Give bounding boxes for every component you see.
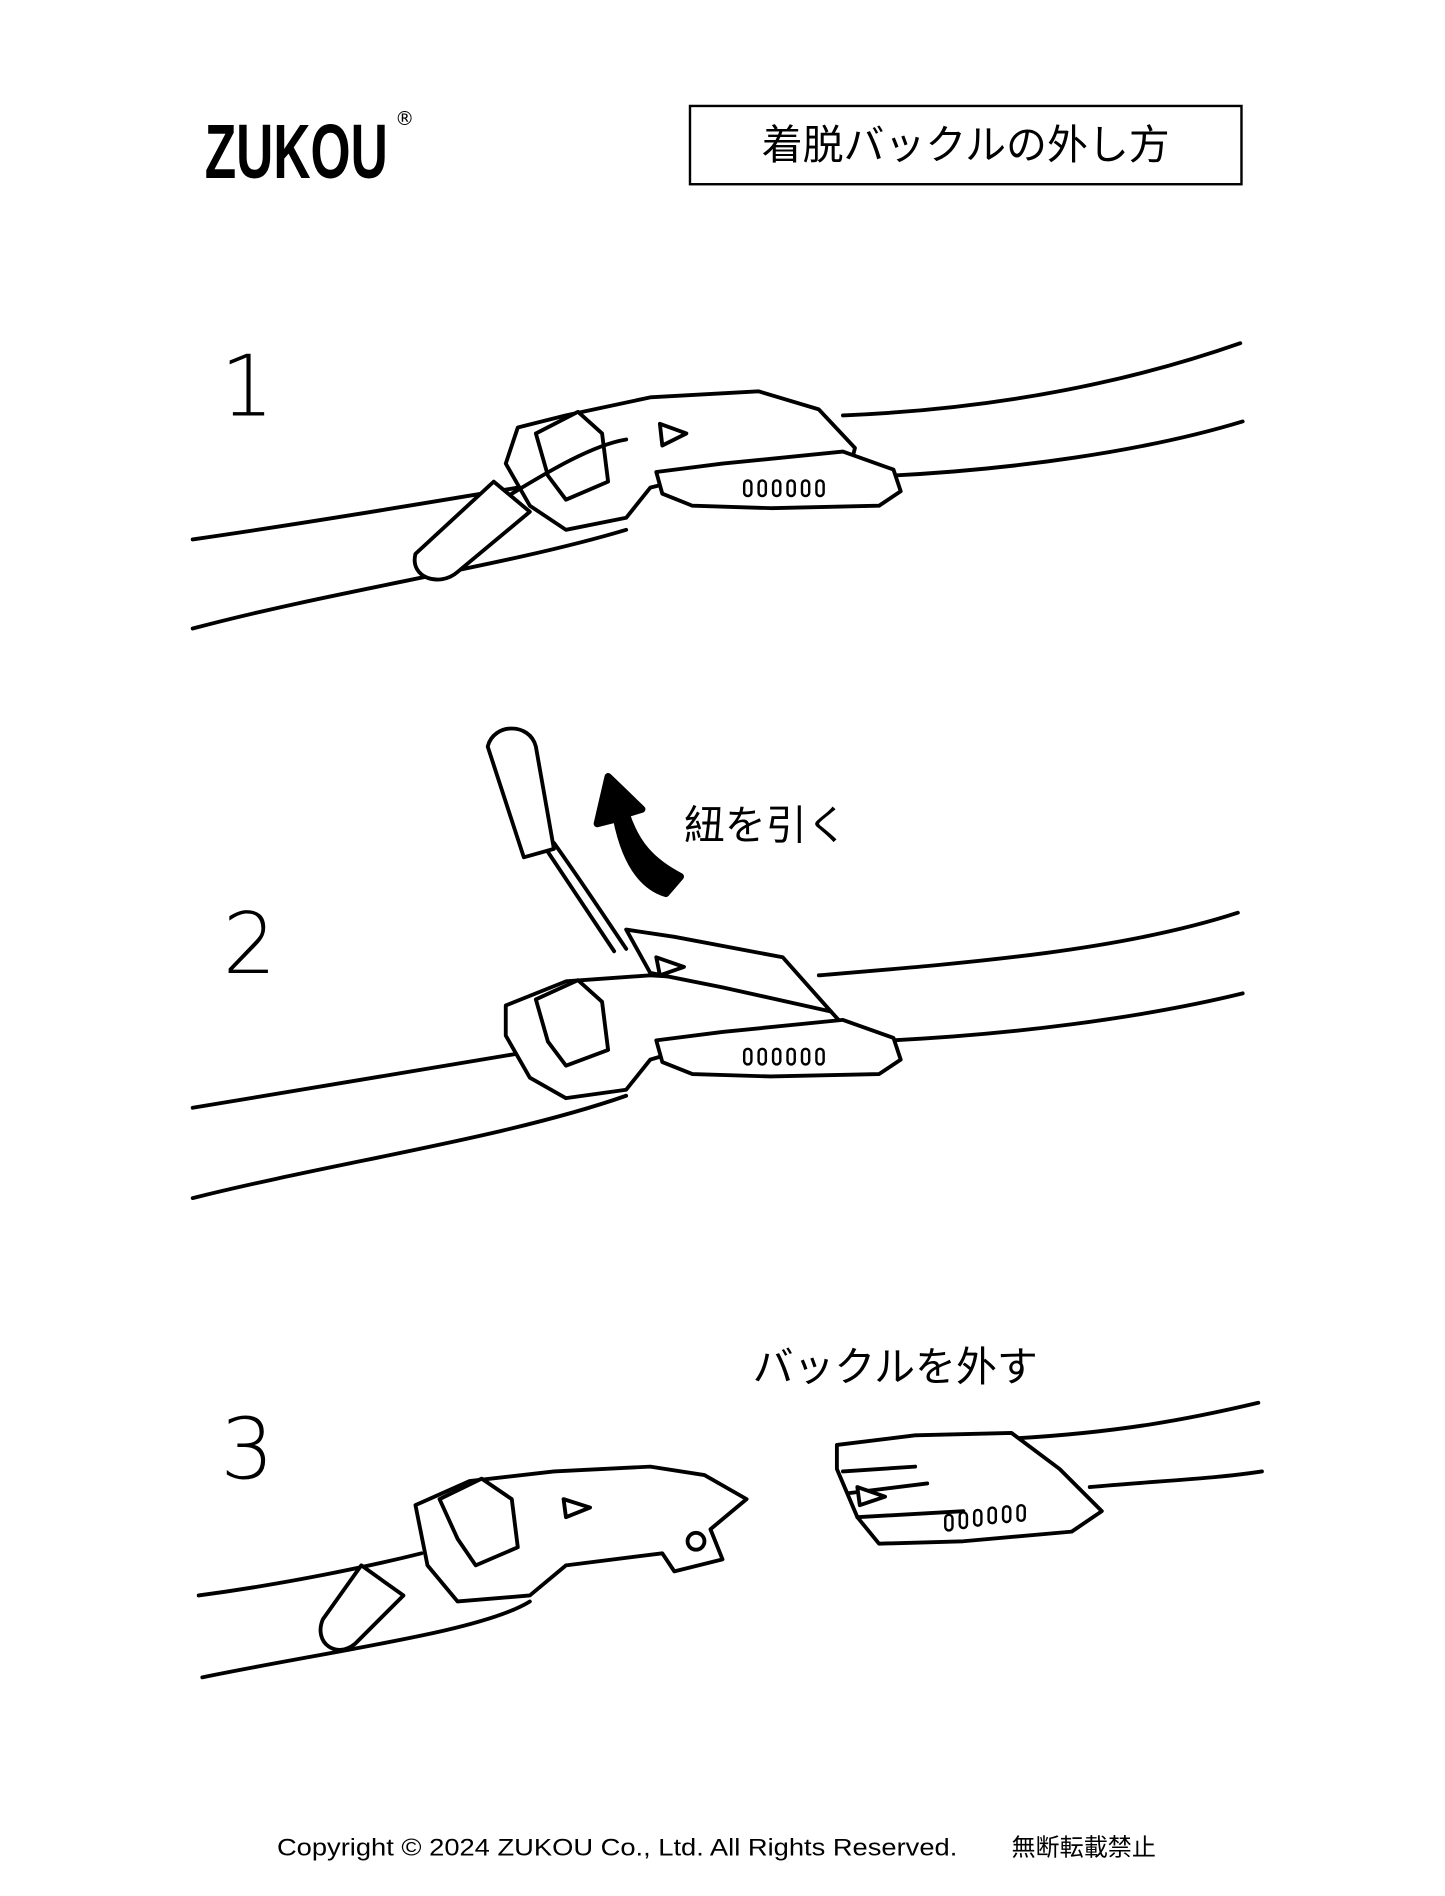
copyright-text: Copyright © 2024 ZUKOU Co., Ltd. All Rig… <box>277 1835 957 1862</box>
step-1-number: 1 <box>220 337 274 435</box>
title-box <box>688 104 1243 186</box>
step-3-number: 3 <box>220 1401 274 1499</box>
step-2-number: 2 <box>223 895 277 993</box>
step-3-left-illustration <box>196 1464 749 1680</box>
zukou-logo: ZUKOU <box>205 109 388 195</box>
step-2-illustration <box>190 726 1245 1201</box>
pull-arrow-icon <box>593 773 684 898</box>
step-2-label: 紐を引く <box>684 801 848 849</box>
page-title: 着脱バックルの外し方 <box>762 121 1170 169</box>
step-3-label: バックルを外す <box>753 1343 1038 1391</box>
no-reproduction-notice: 無断転載禁止 <box>1011 1834 1155 1862</box>
step-3-right-illustration <box>834 1400 1264 1546</box>
step-1-illustration <box>190 341 1245 631</box>
registered-mark: ® <box>395 107 414 130</box>
